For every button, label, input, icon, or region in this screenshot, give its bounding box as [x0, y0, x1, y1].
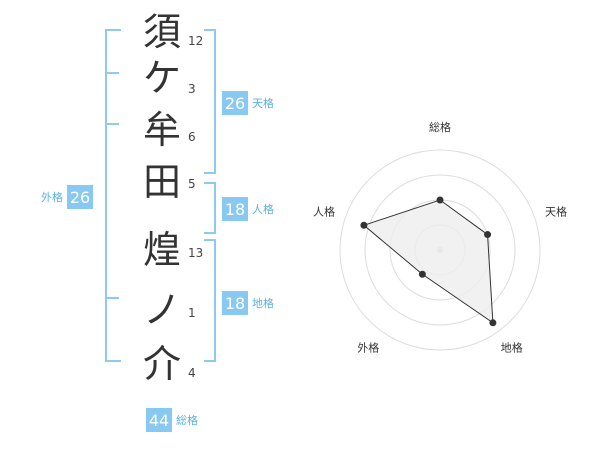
radar-ring [364, 174, 516, 326]
jinkaku-bracket [204, 182, 216, 234]
radar-point [360, 221, 368, 229]
radar-point [484, 231, 492, 239]
soukaku-result: 44 総格 [146, 408, 198, 432]
radar-axis-label: 地格 [501, 341, 523, 355]
soukaku-value: 44 [146, 408, 172, 432]
jinkaku-label: 人格 [252, 203, 274, 216]
bracket-tick [105, 72, 119, 74]
radar-axis-label: 天格 [545, 204, 567, 218]
soukaku-label: 総格 [176, 414, 198, 427]
name-char-3: 牟 [142, 108, 181, 152]
radar-point [436, 196, 444, 204]
radar-axis-label: 総格 [429, 120, 451, 134]
name-char-6: ノ [142, 288, 181, 332]
tenkaku-value: 26 [222, 91, 248, 115]
radar-point [489, 319, 497, 327]
stroke-count-1: 12 [188, 34, 204, 48]
tenkaku-result: 26 天格 [222, 91, 274, 115]
jinkaku-result: 18 人格 [222, 197, 274, 221]
name-char-5: 煌 [142, 228, 181, 272]
radar-axis-label: 外格 [357, 341, 379, 355]
bracket-tick [105, 297, 119, 299]
stroke-count-5: 13 [188, 246, 204, 260]
tenkaku-bracket [204, 29, 216, 174]
gaikaku-bracket [105, 29, 121, 362]
stroke-count-7: 4 [188, 366, 196, 380]
name-char-7: 介 [142, 342, 181, 386]
bracket-tick [105, 123, 119, 125]
radar-ring [339, 149, 541, 351]
stroke-count-2: 3 [188, 82, 196, 96]
stroke-count-4: 5 [188, 177, 196, 191]
gaikaku-label: 外格 [41, 191, 63, 204]
chikaku-bracket [204, 239, 216, 362]
gaikaku-result: 外格 26 [41, 185, 93, 209]
stroke-count-3: 6 [188, 130, 196, 144]
jinkaku-value: 18 [222, 197, 248, 221]
stroke-count-6: 1 [188, 306, 196, 320]
name-char-4: 田 [142, 160, 181, 204]
name-char-1: 須 [142, 10, 181, 54]
gaikaku-value: 26 [67, 185, 93, 209]
radar-area [362, 199, 494, 324]
chikaku-label: 地格 [252, 297, 274, 310]
tenkaku-label: 天格 [252, 97, 274, 110]
radar-point [418, 270, 426, 278]
chikaku-result: 18 地格 [222, 291, 274, 315]
radar-axis-label: 人格 [313, 204, 335, 218]
name-char-2: ケ [142, 56, 181, 100]
chikaku-value: 18 [222, 291, 248, 315]
